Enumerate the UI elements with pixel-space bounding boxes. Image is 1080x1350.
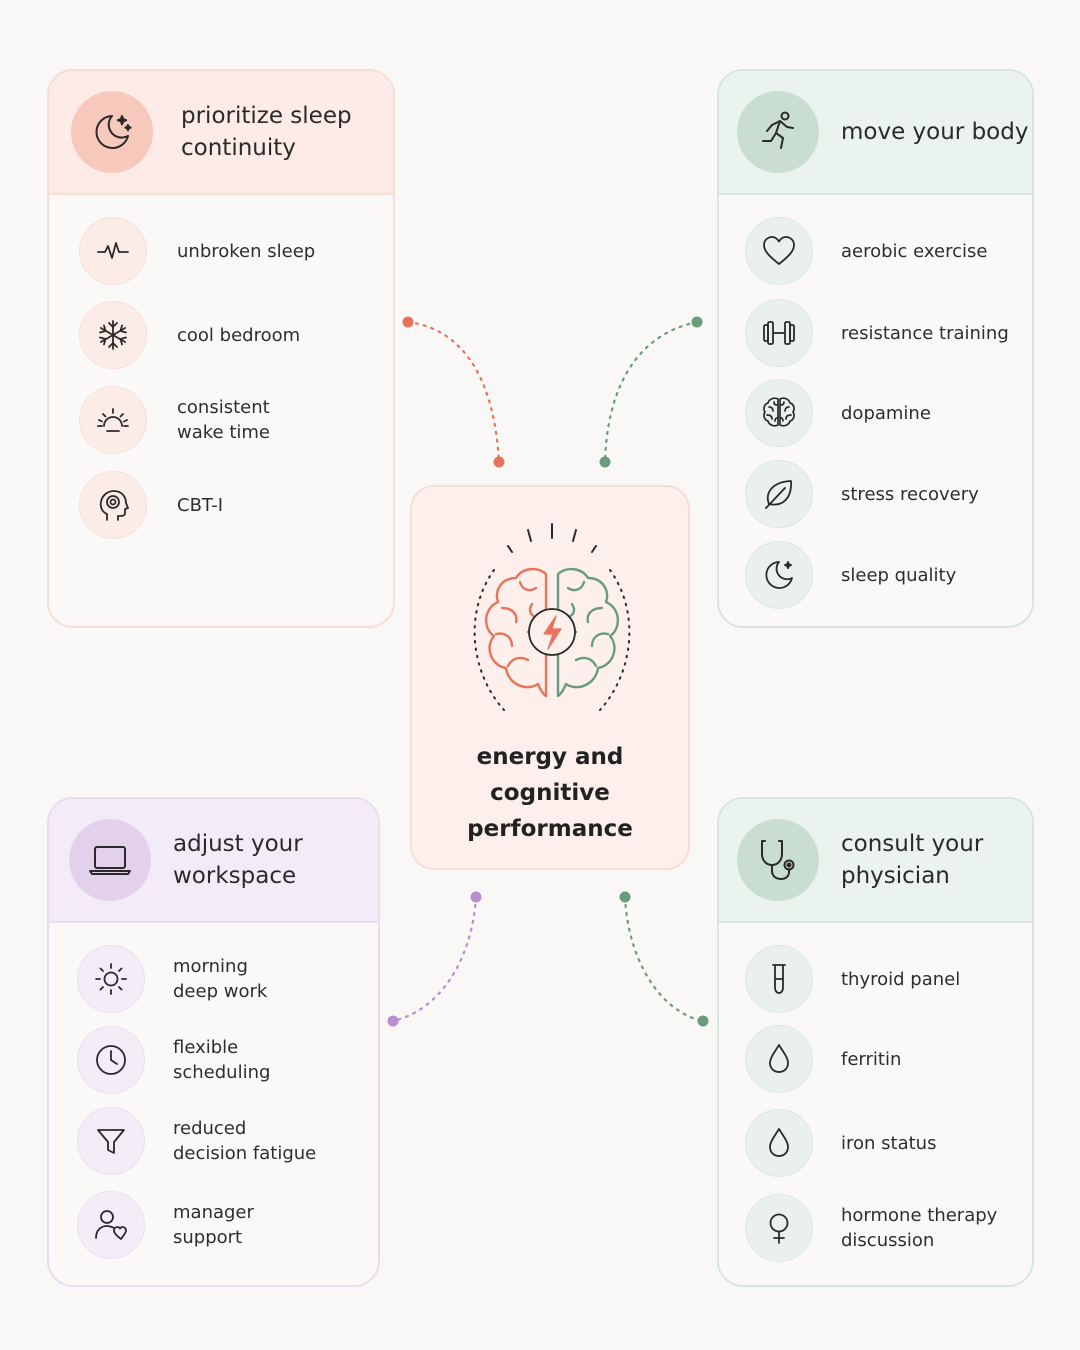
list-item: aerobic exercise	[719, 217, 1032, 285]
item-label: unbroken sleep	[177, 240, 316, 262]
list-item: morning deep work	[49, 945, 378, 1013]
item-label: aerobic exercise	[841, 240, 988, 262]
moon-icon	[745, 541, 813, 609]
sun-icon	[77, 945, 145, 1013]
item-label: reduced decision fatigue	[173, 1118, 317, 1164]
drop-icon	[745, 1109, 813, 1177]
connector-sleep	[406, 320, 501, 464]
stethoscope-icon	[737, 819, 819, 901]
item-label: sleep quality	[841, 564, 957, 586]
snowflake-icon	[79, 301, 147, 369]
person-heart-icon	[77, 1191, 145, 1259]
running-person-icon	[737, 91, 819, 173]
item-label: thyroid panel	[841, 968, 961, 990]
heart-icon	[745, 217, 813, 285]
pulse-icon	[79, 217, 147, 285]
list-item: flexible scheduling	[49, 1026, 378, 1094]
list-item: ferritin	[719, 1025, 1032, 1093]
item-label: cool bedroom	[177, 324, 301, 346]
card-header: consult your physician	[719, 799, 1032, 923]
list-item: cool bedroom	[49, 301, 393, 369]
list-item: iron status	[719, 1109, 1032, 1177]
center-card: energy and cognitive performance	[410, 485, 690, 870]
connector-work-dot-start	[470, 891, 482, 903]
list-item: consistent wake time	[49, 386, 393, 454]
list-item: resistance training	[719, 299, 1032, 367]
card-title: adjust your workspace	[173, 831, 303, 889]
test-tube-icon	[745, 945, 813, 1013]
sunrise-icon	[79, 386, 147, 454]
connector-sleep-dot-start	[402, 316, 414, 328]
item-label: stress recovery	[841, 483, 979, 505]
item-label: dopamine	[841, 402, 931, 424]
connector-work-dot-end	[387, 1015, 399, 1027]
brain-icon	[745, 379, 813, 447]
moon-stars-icon	[71, 91, 153, 173]
dumbbell-icon	[745, 299, 813, 367]
connector-move-dot-end	[599, 456, 611, 468]
item-label: hormone therapy discussion	[841, 1205, 998, 1251]
list-item: dopamine	[719, 379, 1032, 447]
head-mind-icon	[79, 471, 147, 539]
item-label: morning deep work	[173, 956, 268, 1002]
card-prioritize-sleep: prioritize sleep continuity unbroken sle…	[47, 69, 395, 628]
list-item: hormone therapy discussion	[719, 1194, 1032, 1262]
card-title: prioritize sleep continuity	[181, 103, 352, 161]
connector-move-dot-start	[691, 316, 703, 328]
list-item: stress recovery	[719, 460, 1032, 528]
card-header: move your body	[719, 71, 1032, 195]
card-header: adjust your workspace	[49, 799, 378, 923]
list-item: sleep quality	[719, 541, 1032, 609]
connector-phys	[623, 895, 705, 1023]
center-title: energy and cognitive performance	[467, 744, 633, 842]
item-label: CBT-I	[177, 494, 224, 516]
connector-sleep-dot-end	[493, 456, 505, 468]
laptop-icon	[69, 819, 151, 901]
card-title: move your body	[841, 119, 1029, 145]
leaf-icon	[745, 460, 813, 528]
item-label: resistance training	[841, 322, 1009, 344]
female-symbol-icon	[745, 1194, 813, 1262]
item-label: iron status	[841, 1132, 937, 1154]
list-item: thyroid panel	[719, 945, 1032, 1013]
item-label: consistent wake time	[177, 397, 270, 443]
connector-move	[603, 320, 699, 464]
item-label: manager support	[173, 1202, 254, 1248]
clock-icon	[77, 1026, 145, 1094]
card-title: consult your physician	[841, 831, 984, 889]
card-header: prioritize sleep continuity	[49, 71, 393, 195]
list-item: unbroken sleep	[49, 217, 393, 285]
list-item: CBT-I	[49, 471, 393, 539]
drop-icon	[745, 1025, 813, 1093]
card-consult-physician: consult your physician thyroid panel fer…	[717, 797, 1034, 1287]
brain-lightning-icon	[473, 523, 631, 711]
item-label: ferritin	[841, 1048, 902, 1070]
list-item: reduced decision fatigue	[49, 1107, 378, 1175]
connector-phys-dot-start	[619, 891, 631, 903]
connector-work	[391, 895, 478, 1023]
connector-phys-dot-end	[697, 1015, 709, 1027]
card-adjust-workspace: adjust your workspace morning deep work …	[47, 797, 380, 1287]
item-label: flexible scheduling	[173, 1037, 271, 1083]
funnel-icon	[77, 1107, 145, 1175]
list-item: manager support	[49, 1191, 378, 1259]
card-move-your-body: move your body aerobic exercise resis	[717, 69, 1034, 628]
